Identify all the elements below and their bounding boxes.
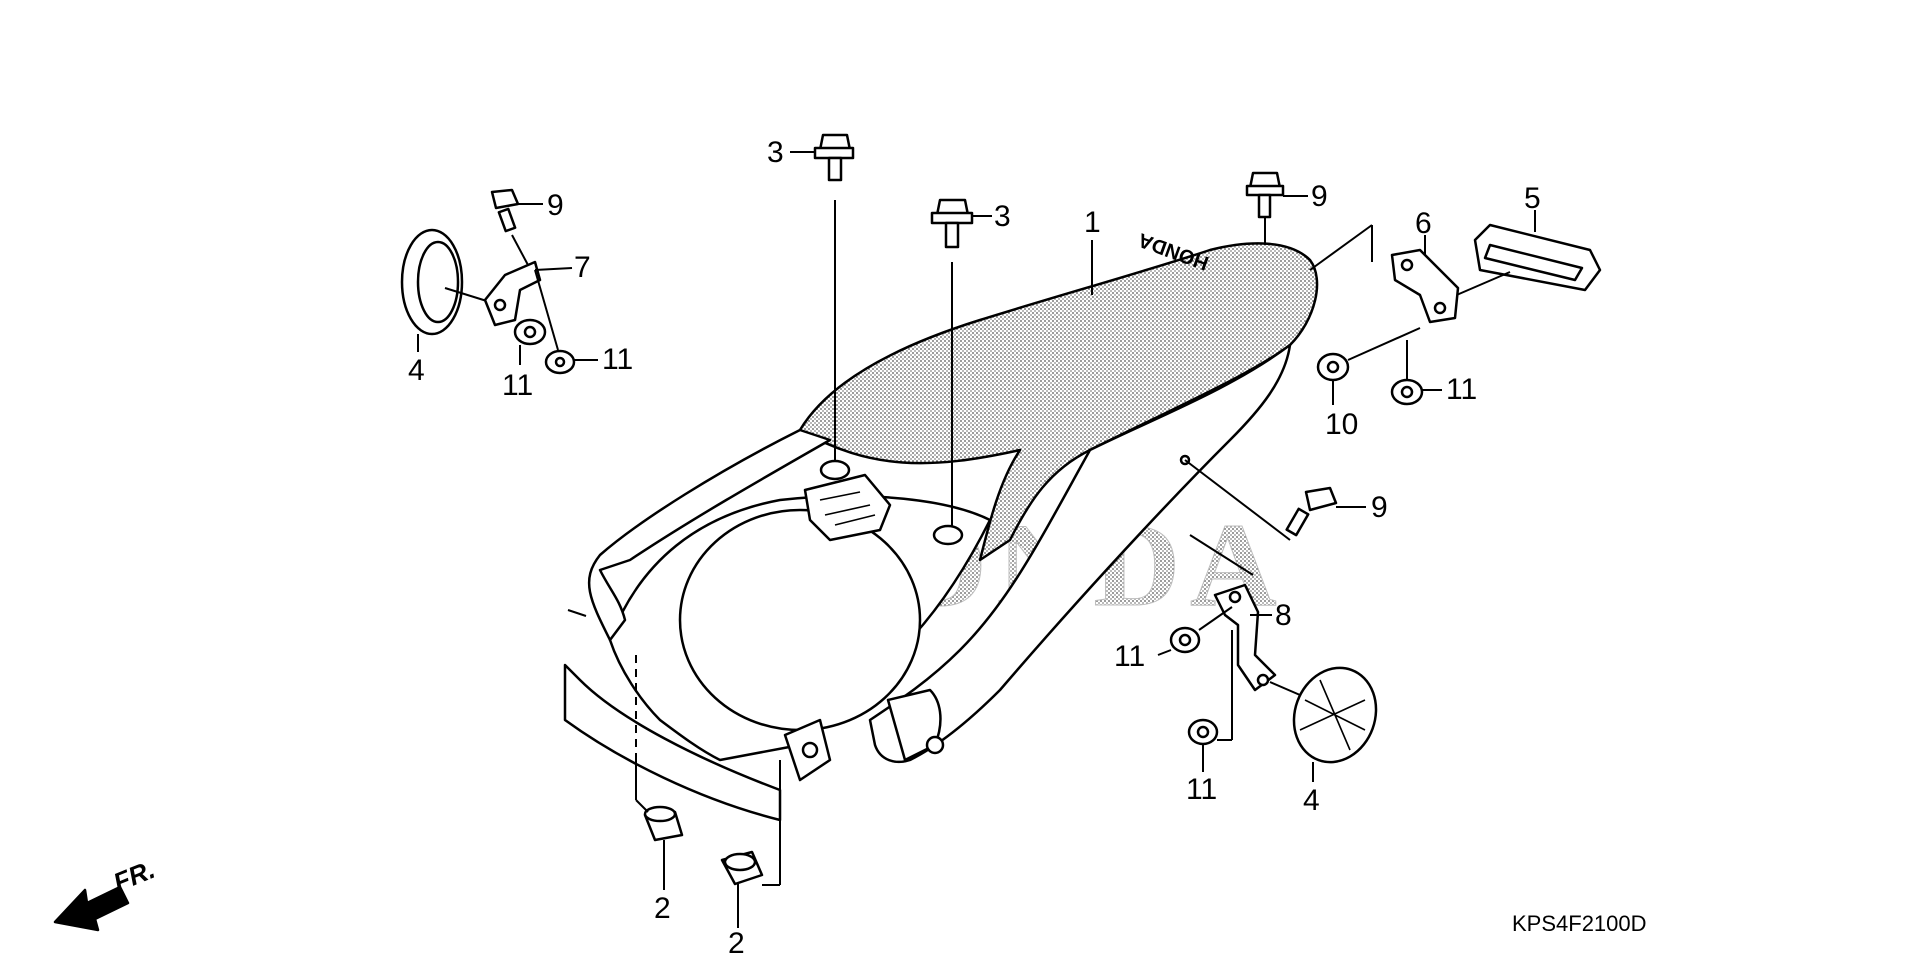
callout-3-b: 3 <box>994 200 1011 233</box>
callout-11-right-b: 11 <box>1186 773 1217 806</box>
rear-fender: HONDA <box>563 228 1319 822</box>
rear-fender-side-panel <box>868 343 1292 764</box>
bracket-7-body <box>483 260 542 327</box>
reflector-left-lens <box>416 240 460 324</box>
nut-2-right <box>720 760 781 928</box>
bracket-6 <box>1309 224 1460 324</box>
bolt-9-top-shank <box>1257 193 1272 219</box>
bracket-8 <box>1189 534 1277 692</box>
callout-2-right: 2 <box>728 927 745 958</box>
seat-latch-detail <box>819 491 876 526</box>
nut-11-right-b-hole <box>1196 725 1210 739</box>
callout-9-right: 9 <box>1371 491 1388 524</box>
bolt-seat-grommet-b <box>932 524 964 546</box>
callout-7: 7 <box>574 251 591 284</box>
nut-11-right-a-hole <box>1178 633 1192 647</box>
nut-11-right-top <box>1390 340 1442 406</box>
bracket-6-body <box>1390 248 1460 324</box>
callout-11-right-a: 11 <box>1114 640 1145 673</box>
reflector-right <box>1269 666 1378 782</box>
nut-11-left-a-hole <box>523 325 537 339</box>
nut-2-left-guide-c <box>635 799 649 813</box>
front-direction-indicator: FR. <box>53 854 159 932</box>
nut-10 <box>1316 327 1421 405</box>
callout-4-left: 4 <box>408 354 425 387</box>
callout-labels: 3 3 9 9 9 1 6 5 7 11 11 4 10 11 8 11 11 … <box>408 136 1541 958</box>
bolt-seat-grommet-a <box>819 459 851 481</box>
bracket-7-leader-b <box>534 267 573 271</box>
bracket-6-hole-b <box>1433 301 1447 315</box>
callout-11-left-b: 11 <box>602 343 633 376</box>
bolt-9-left-shank <box>497 207 517 233</box>
bracket-7-leader-a <box>534 269 559 351</box>
callout-10: 10 <box>1325 408 1358 441</box>
nut-11-left-a <box>513 318 547 365</box>
bolt-3-b-flange <box>930 211 974 225</box>
nut-11-right-a <box>1157 606 1233 656</box>
nut-2-right-top <box>723 852 757 872</box>
bracket-8-hole-a <box>1228 590 1242 604</box>
callout-9-left: 9 <box>547 189 564 222</box>
reflector-right-stud <box>1269 681 1301 696</box>
nut-2-left-top <box>643 805 677 823</box>
bolt-9-right <box>1184 459 1338 541</box>
bolt-3-b-shank <box>944 221 960 249</box>
nut-11-right-b <box>1187 630 1233 772</box>
rear-lip-dash <box>567 609 587 617</box>
mount-hole-right <box>925 735 945 755</box>
reflector-right-facets <box>1299 679 1366 751</box>
bracket-6-hole-a <box>1400 258 1414 272</box>
nut-11-right-top-hole <box>1400 385 1414 399</box>
reflector-left <box>400 228 491 352</box>
nut-11-right-a-guide <box>1198 606 1233 631</box>
bolt-3-a-shank <box>827 156 843 182</box>
callout-4-right: 4 <box>1303 784 1320 817</box>
nut-11-right-a-leader <box>1157 649 1172 656</box>
callout-3-a: 3 <box>767 136 784 169</box>
bracket-7-hole <box>493 298 507 312</box>
callout-1: 1 <box>1084 206 1101 239</box>
rear-fender-recess <box>678 508 922 732</box>
callout-11-right-top: 11 <box>1446 373 1477 406</box>
bolt-9-right-leader-a <box>1184 459 1291 541</box>
nut-10-hole <box>1326 360 1340 374</box>
bracket-8-guide <box>1189 534 1254 576</box>
mount-hole-left <box>801 741 819 759</box>
callout-8: 8 <box>1275 599 1292 632</box>
callout-11-left-a: 11 <box>502 369 533 402</box>
bolt-3-b <box>930 198 974 527</box>
license-light-lens <box>1483 243 1584 282</box>
callout-2-left: 2 <box>654 892 671 925</box>
bolt-9-top-flange <box>1245 184 1285 197</box>
reflector-left-stud <box>444 287 491 303</box>
nut-11-left-b-hole <box>554 356 566 368</box>
nut-11-left-b <box>534 267 598 375</box>
bolt-9-right-head <box>1304 486 1338 512</box>
bracket-6-guide-a <box>1309 224 1373 271</box>
bolt-9-left-head <box>490 188 520 210</box>
seat-latch <box>803 473 892 542</box>
callout-5: 5 <box>1524 182 1541 215</box>
rear-fender-left-rail <box>587 428 832 642</box>
catalog-code: KPS4F2100D <box>1512 911 1647 936</box>
bracket-8-hole-b <box>1256 673 1270 687</box>
bracket-7 <box>483 260 542 327</box>
bolt-9-left <box>490 188 529 266</box>
bolt-3-a-flange <box>813 146 855 160</box>
front-arrow-icon <box>53 885 130 932</box>
bolt-9-right-shank <box>1285 507 1310 537</box>
callout-9-top: 9 <box>1311 180 1328 213</box>
license-light <box>1444 210 1602 301</box>
nut-2-left <box>635 655 684 890</box>
bolt-9-left-leader <box>511 234 529 266</box>
callout-6: 6 <box>1415 207 1432 240</box>
bolt-9-top <box>1245 171 1285 245</box>
nut-10-guide <box>1347 327 1421 361</box>
